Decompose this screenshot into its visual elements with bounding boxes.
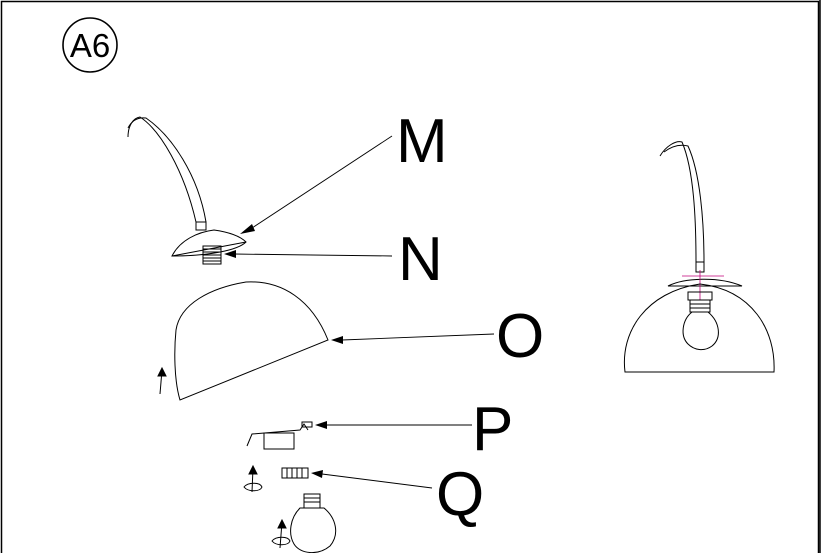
part-label-p: P <box>472 395 513 464</box>
rotate-arrow-ring <box>243 464 263 493</box>
step-badge: A6 <box>62 17 118 73</box>
assembled-bulb <box>682 311 719 351</box>
part-label-q: Q <box>436 460 484 529</box>
part-label-o: O <box>496 302 544 371</box>
step-badge-circle <box>62 17 118 73</box>
leader-p <box>315 421 472 429</box>
leader-n <box>224 250 393 258</box>
lift-arrow <box>157 366 167 395</box>
locking-ring <box>281 467 309 479</box>
lamp-shade <box>174 281 329 401</box>
rotate-arrow-bulb <box>271 518 291 549</box>
exploded-view <box>127 116 337 553</box>
assembled-canopy <box>667 270 743 300</box>
leader-q <box>311 470 433 489</box>
leader-o <box>331 333 495 344</box>
leader-m <box>240 135 393 234</box>
assembled-view <box>623 141 775 373</box>
assembled-arm <box>659 141 705 273</box>
assembled-shade <box>623 283 775 373</box>
threaded-nut <box>202 245 222 265</box>
step-label: A6 <box>70 27 110 64</box>
part-label-m: M <box>396 107 448 176</box>
leader-lines <box>224 135 495 489</box>
arm-tube <box>127 116 207 231</box>
part-label-n: N <box>398 225 443 294</box>
clip-plate <box>246 421 313 450</box>
light-bulb <box>290 493 337 553</box>
